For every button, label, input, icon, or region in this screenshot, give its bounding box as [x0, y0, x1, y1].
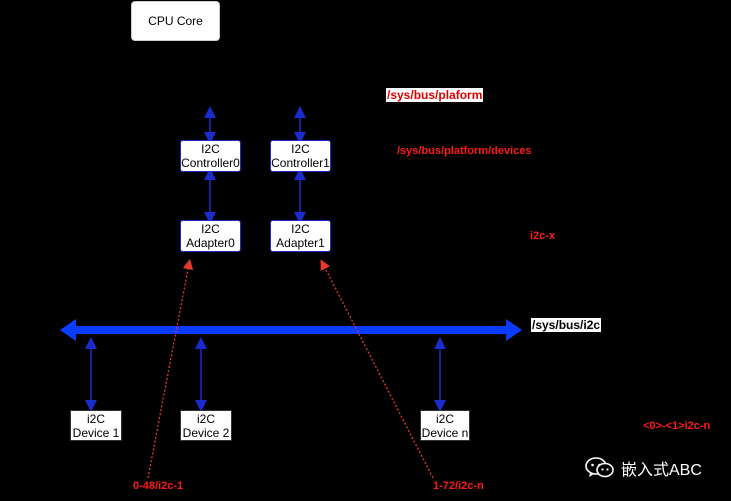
- controller1-line2: Controller1: [271, 156, 330, 170]
- controller1-line1: I2C: [291, 142, 310, 156]
- controller0-line1: I2C: [201, 142, 220, 156]
- i2c-controller1-box: I2C Controller1: [270, 140, 331, 172]
- i2c-device1-box: i2C Device 1: [70, 410, 122, 441]
- device2-line1: i2C: [196, 411, 215, 426]
- adapter0-line1: I2C: [201, 222, 220, 236]
- i2c-controller0-box: I2C Controller0: [180, 140, 241, 172]
- adapter1-line2: Adapter1: [276, 236, 325, 250]
- i2c-devicen-box: i2C Device n: [420, 410, 470, 441]
- devicen-line1: i2C: [435, 411, 454, 426]
- adapter1-path-pointer: [320, 259, 434, 479]
- sys-bus-i2c-label: /sys/bus/i2c: [531, 318, 602, 332]
- cpu-core-label: CPU Core: [148, 14, 203, 28]
- cpu-core-box: CPU Core: [131, 1, 220, 41]
- controller0-line2: Controller0: [181, 156, 240, 170]
- sys-bus-platform-devices-label: /sys/bus/platform/devices: [397, 145, 532, 157]
- device1-line1: i2C: [86, 411, 105, 426]
- adapter1-line1: I2C: [291, 222, 310, 236]
- watermark-text: 嵌入式ABC: [621, 462, 702, 479]
- wechat-icon: [585, 457, 614, 478]
- adapter0-path-label: 0-48/i2c-1: [133, 480, 184, 492]
- adapter0-line2: Adapter0: [186, 236, 235, 250]
- i2c-bus-left-head: [60, 319, 76, 341]
- adapter1-path-label: 1-72/i2c-n: [433, 480, 484, 492]
- device1-line2: Device 1: [72, 425, 120, 440]
- sys-bus-platform-label: /sys/bus/plaform: [386, 88, 484, 102]
- devicen-line2: Device n: [421, 425, 469, 440]
- watermark: 嵌入式ABC: [585, 456, 702, 480]
- i2c-adapter1-box: I2C Adapter1: [270, 220, 331, 252]
- i2c-device2-box: i2C Device 2: [180, 410, 232, 441]
- i2c-x-label: i2c-x: [530, 230, 556, 242]
- adapter0-path-pointer: [147, 258, 194, 479]
- device2-line2: Device 2: [182, 425, 230, 440]
- i2c-adapter0-box: I2C Adapter0: [180, 220, 241, 252]
- device-range-label: <0>-<1>i2c-n: [643, 420, 711, 432]
- i2c-bus-right-head: [506, 319, 522, 341]
